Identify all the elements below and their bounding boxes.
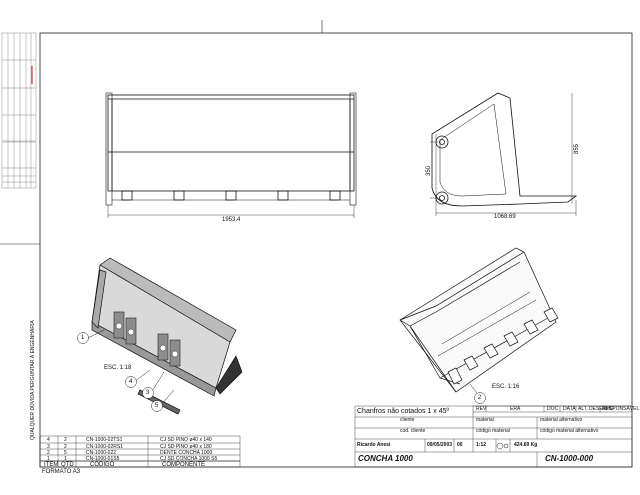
field-cod-cliente: cod. cliente [400, 428, 426, 434]
projection-symbol-icon [496, 442, 504, 450]
callouts [77, 329, 486, 412]
drawing-number: CN-1000-000 [545, 454, 594, 463]
side-engineering-note: QUALQUER DÚVIDA PERGUNTAR À ENGENHARIA [30, 320, 36, 440]
scale-label-iso-left: ESC. 1:18 [104, 365, 132, 371]
field-cod-material-alt: código material alternativo [540, 428, 599, 434]
dim-side-height-large: 855 [574, 143, 580, 154]
rev-header-data: DATA [563, 406, 576, 412]
callout-2: 2 [478, 395, 482, 401]
scale-label-iso-right: ESC. 1:16 [492, 384, 520, 390]
field-cod-material: código material [476, 428, 510, 434]
revision-number: 00 [457, 442, 463, 448]
field-cliente: cliente [400, 417, 415, 423]
revision-grid [1, 32, 37, 189]
dim-side-height-small: 350 [426, 165, 432, 176]
chamfer-note: Chanfros não cotados 1 x 45º [357, 408, 450, 415]
bom-table-grid [39, 435, 241, 468]
drawing-scale: 1:12 [476, 442, 487, 448]
rev-header-resp: RESPONSÁVEL [602, 406, 640, 412]
rev-header-alt: ALT. DESENHO [578, 406, 614, 412]
callout-4: 4 [129, 379, 133, 385]
iso-view-right [399, 247, 559, 393]
drawing-title: CONCHA 1000 [358, 454, 413, 463]
drawn-by: Ricardo Anesi [357, 442, 391, 448]
field-material: material [476, 417, 494, 423]
part-weight: 424.69 Kg [514, 442, 538, 448]
rev-header-rev: REV [476, 406, 487, 412]
callout-3: 3 [146, 390, 150, 396]
callout-1: 1 [81, 335, 85, 341]
side-view [430, 92, 578, 216]
rev-header-era: ERA [510, 406, 521, 412]
dim-side-depth: 1068.69 [494, 214, 516, 220]
field-material-alt: material alternativo [540, 417, 583, 423]
title-block-grid [354, 405, 633, 468]
dim-top-width: 1953.4 [222, 217, 241, 223]
drawing-date: 09/05/2003 [427, 442, 453, 448]
paper-format: FORMATO A3 [42, 469, 81, 475]
top-view [105, 92, 357, 218]
callout-5: 5 [155, 403, 159, 409]
iso-view-left [91, 257, 243, 415]
rev-header-doc: DOC [547, 406, 559, 412]
